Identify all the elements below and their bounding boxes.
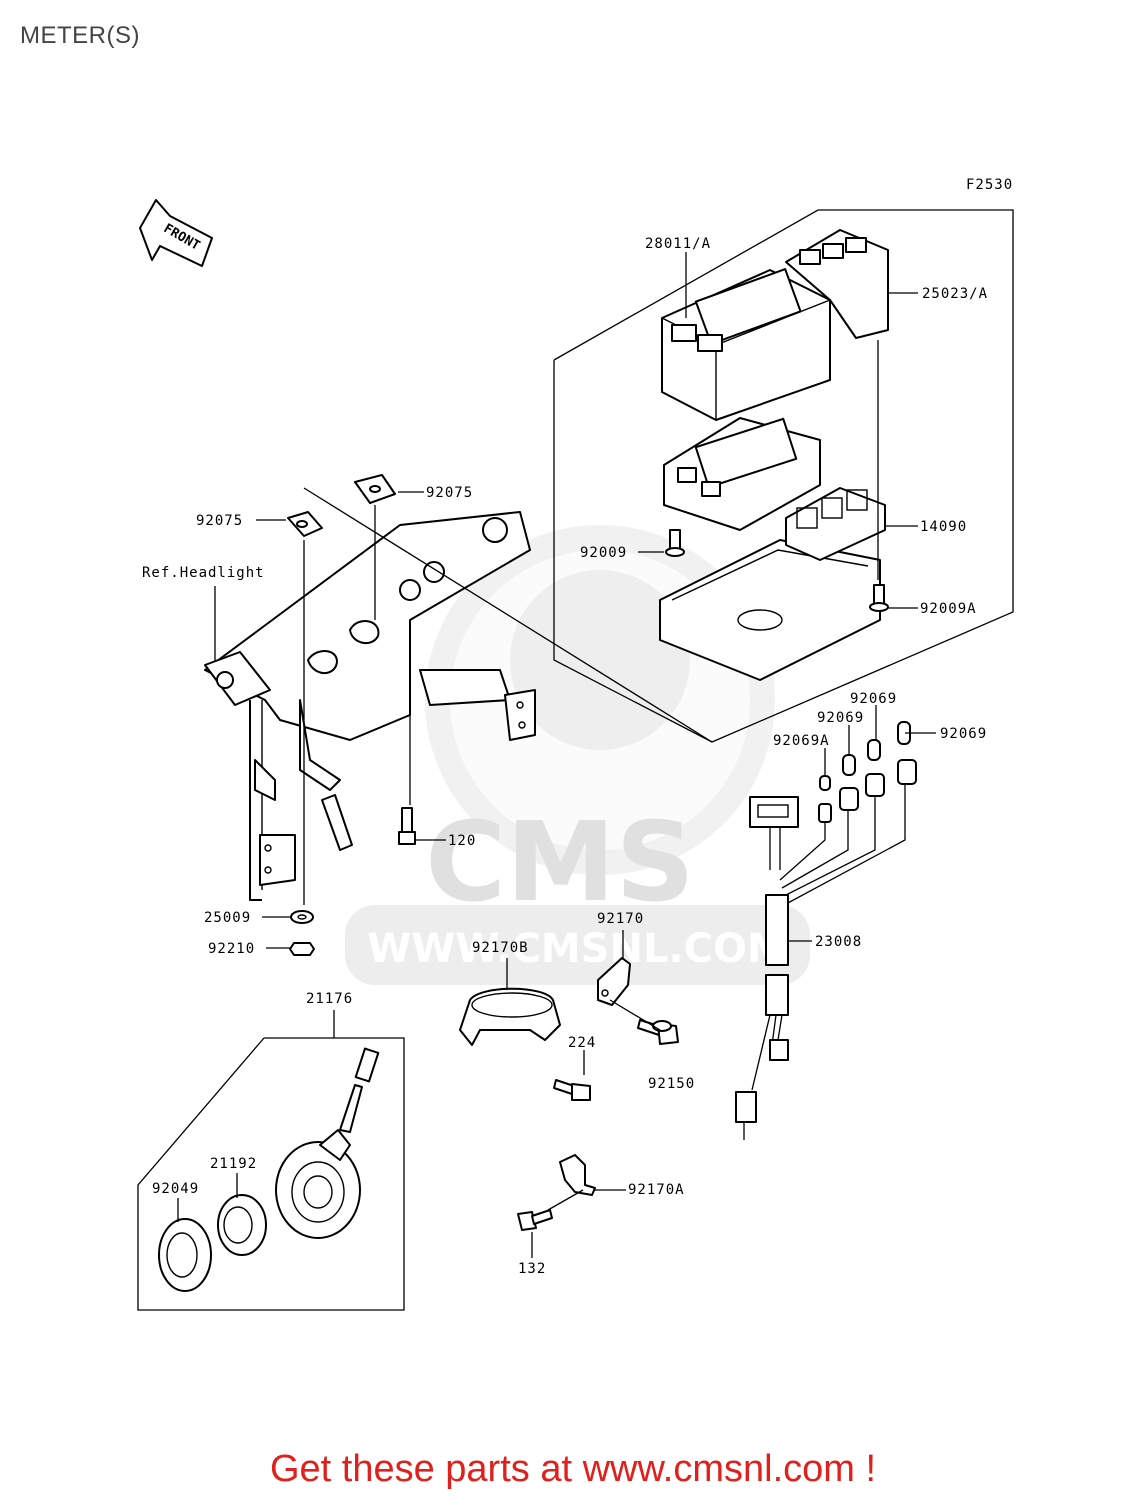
label-28011A: 28011/A — [645, 236, 711, 252]
clamp-92170 — [597, 957, 631, 1006]
screw-92009 — [665, 529, 685, 557]
label-224: 224 — [568, 1035, 596, 1051]
label-92170: 92170 — [597, 911, 644, 927]
label-92049: 92049 — [152, 1181, 199, 1197]
front-arrow-icon: FRONT — [139, 199, 213, 267]
label-ref-headlight: Ref.Headlight — [142, 565, 265, 581]
leader-lines — [177, 252, 936, 1258]
label-92170A: 92170A — [628, 1182, 685, 1198]
seal-92049 — [158, 1218, 212, 1292]
part-number-labels: 28011/A 25023/A 14090 92009 92009A 92075… — [142, 236, 988, 1277]
speedometer-gear-box-frame — [137, 1037, 405, 1311]
label-23008: 23008 — [815, 934, 862, 950]
gear-21192 — [217, 1194, 267, 1256]
label-92069-mid: 92069 — [817, 710, 864, 726]
label-92009: 92009 — [580, 545, 627, 561]
watermark-brand: CMS — [425, 798, 694, 926]
cushion-92075-left — [287, 511, 323, 537]
bolt-92150 — [637, 1019, 679, 1045]
meter-cover — [661, 268, 831, 421]
label-21176: 21176 — [306, 991, 353, 1007]
cushion-92075-right — [354, 474, 396, 504]
bolt-132 — [517, 1209, 553, 1231]
meter-unit — [663, 417, 821, 531]
label-25023A: 25023/A — [922, 286, 988, 302]
bulbs-and-sockets — [818, 721, 917, 823]
label-92210: 92210 — [208, 941, 255, 957]
label-14090: 14090 — [920, 519, 967, 535]
label-92075-left: 92075 — [196, 513, 243, 529]
meter-wiring-harness — [735, 784, 906, 1140]
exploded-parts-diagram: CMS WWW.CMSNL.COM F2530 FRONT — [137, 177, 1014, 1311]
label-120: 120 — [448, 833, 476, 849]
label-92075-right: 92075 — [426, 485, 473, 501]
figure-code: F2530 — [966, 177, 1013, 193]
promo-link[interactable]: Get these parts at www.cmsnl.com ! — [269, 1448, 877, 1490]
clamp-92170A — [559, 1154, 596, 1196]
washer-25009 — [290, 910, 314, 924]
speedometer-gear-box — [275, 1047, 380, 1239]
indicator-housing — [785, 229, 889, 339]
promo-banner[interactable]: Get these parts at www.cmsnl.com ! — [0, 1448, 1146, 1491]
label-92009A: 92009A — [920, 601, 977, 617]
label-92150: 92150 — [648, 1076, 695, 1092]
meter-assembly-frame — [553, 209, 1014, 743]
label-21192: 21192 — [210, 1156, 257, 1172]
bolt-224 — [553, 1079, 591, 1101]
screw-92009A — [869, 584, 889, 612]
label-92069A: 92069A — [773, 733, 830, 749]
clamp-92170B — [459, 987, 561, 1046]
meter-bracket — [204, 511, 536, 901]
label-92069-top: 92069 — [850, 691, 897, 707]
meter-case — [659, 487, 886, 681]
watermark-site: WWW.CMSNL.COM — [367, 926, 787, 972]
label-92069-right: 92069 — [940, 726, 987, 742]
label-92170B: 92170B — [472, 940, 529, 956]
label-25009: 25009 — [204, 910, 251, 926]
label-132: 132 — [518, 1261, 546, 1277]
page-title: METER(S) — [20, 22, 140, 49]
nut-92210 — [289, 942, 315, 956]
bolt-120 — [398, 807, 416, 845]
